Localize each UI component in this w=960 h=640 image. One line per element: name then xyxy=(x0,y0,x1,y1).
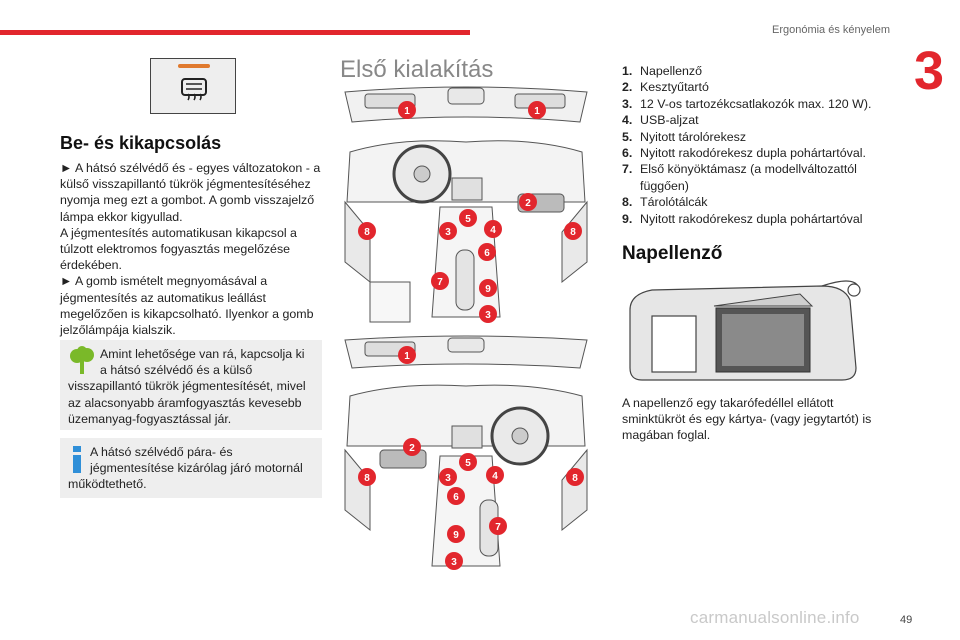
list-item: 2.Kesztyűtartó xyxy=(622,80,709,95)
info-icon xyxy=(68,444,86,474)
sun-visor-illustration xyxy=(629,280,861,381)
paragraph: A jégmentesítés automatikusan kikapcsol … xyxy=(60,225,297,273)
cabin-diagram-rhd: 1 2 5 3 4 6 8 8 7 9 3 xyxy=(344,335,588,570)
callout-label: 3 xyxy=(451,557,457,568)
callout-label: 5 xyxy=(465,458,471,469)
callout-label: 6 xyxy=(484,248,490,259)
info-note: A hátsó szélvédő pára- és jégmentesítése… xyxy=(60,438,322,498)
paragraph: ► A gomb ismételt megnyomásával a jégmen… xyxy=(60,274,314,338)
callout-label: 2 xyxy=(525,198,531,209)
eco-tree-icon xyxy=(68,346,96,376)
list-item: 9.Nyitott rakodórekesz dupla pohártartóv… xyxy=(622,211,863,226)
callout-label: 1 xyxy=(404,351,410,362)
list-item: 6.Nyitott rakodórekesz dupla pohártartóv… xyxy=(622,146,866,161)
callout-label: 5 xyxy=(465,214,471,225)
list-item: 1.Napellenző xyxy=(622,64,702,78)
component-list: 1.Napellenző 2.Kesztyűtartó 3.12 V-os ta… xyxy=(622,63,902,227)
callout-label: 7 xyxy=(437,277,443,288)
callout-label: 3 xyxy=(445,227,451,238)
on-off-body-text: ► A hátsó szélvédő és - egyes változatok… xyxy=(60,160,322,338)
callout-label: 2 xyxy=(409,443,415,454)
callout-label: 3 xyxy=(445,473,451,484)
callout-label: 1 xyxy=(534,106,540,117)
section-heading-on-off: Be- és kikapcsolás xyxy=(60,133,222,153)
chapter-title: Ergonómia és kényelem xyxy=(771,24,890,36)
callout-label: 6 xyxy=(453,492,459,503)
indicator-lamp xyxy=(178,64,210,68)
cabin-diagram-lhd: 1 1 2 5 3 4 6 8 8 7 9 3 xyxy=(344,86,588,323)
section-heading-sun-visor: Napellenző xyxy=(622,243,723,264)
list-item: 8.Tárolótálcák xyxy=(622,195,708,210)
info-note-text: A hátsó szélvédő pára- és jégmentesítése… xyxy=(68,445,303,492)
eco-note: Amint lehetősége van rá, kapcsolja ki a … xyxy=(60,340,322,430)
callout-label: 1 xyxy=(404,106,410,117)
list-item: 7.Első könyöktámasz (a modellváltozattól… xyxy=(622,162,857,193)
callout-label: 9 xyxy=(453,530,459,541)
page-number: 49 xyxy=(900,614,913,626)
callout-label: 8 xyxy=(364,473,370,484)
paragraph: ► A hátsó szélvédő és - egyes változatok… xyxy=(60,161,321,224)
callout-label: 8 xyxy=(364,227,370,238)
callout-label: 8 xyxy=(572,473,578,484)
list-item: 4.USB-aljzat xyxy=(622,113,699,128)
list-item: 3.12 V-os tartozékcsatlakozók max. 120 W… xyxy=(622,96,872,111)
rear-defrost-button-illustration xyxy=(150,58,236,114)
callout-label: 3 xyxy=(485,310,491,321)
callout-label: 8 xyxy=(570,227,576,238)
callout-label: 7 xyxy=(495,522,501,533)
callout-label: 9 xyxy=(485,284,491,295)
eco-note-text: Amint lehetősége van rá, kapcsolja ki a … xyxy=(68,347,306,426)
header-accent-bar xyxy=(0,30,470,35)
watermark: carmanualsonline.info xyxy=(690,608,860,627)
rear-defrost-icon xyxy=(181,78,207,101)
callout-label: 4 xyxy=(490,225,496,236)
list-item: 5.Nyitott tárolórekesz xyxy=(622,129,747,144)
callout-label: 4 xyxy=(492,471,498,482)
section-heading-front-layout: Első kialakítás xyxy=(340,56,494,83)
sun-visor-description: A napellenző egy takarófedéllel ellátott… xyxy=(622,396,872,443)
chapter-number: 3 xyxy=(913,41,945,101)
